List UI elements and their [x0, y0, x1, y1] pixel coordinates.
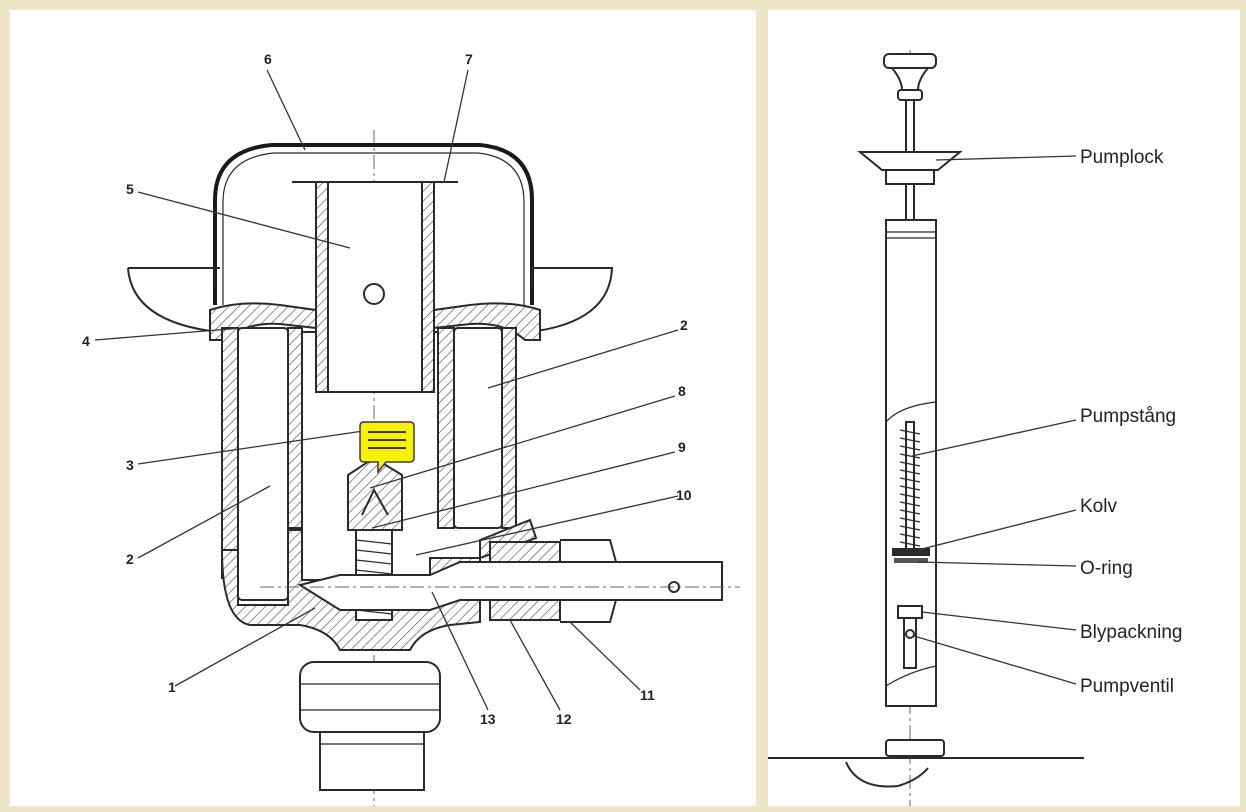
label-pumpstang: Pumpstång [1080, 406, 1176, 427]
spindle [297, 561, 723, 611]
left-channel-wall [221, 327, 239, 579]
threaded-stem [319, 731, 425, 791]
central-tube-wall-left [315, 181, 329, 393]
callout-10: 10 [676, 487, 692, 503]
callout-8: 8 [678, 383, 686, 399]
needle-seat [347, 456, 403, 531]
callout-6: 6 [264, 51, 272, 67]
pump-valve-ball [905, 629, 915, 639]
piston [892, 548, 930, 556]
label-pumpventil: Pumpventil [1080, 676, 1174, 697]
o-ring [894, 558, 928, 563]
callout-13: 13 [480, 711, 496, 727]
central-tube-wall-right [421, 181, 435, 393]
callout-11: 11 [640, 687, 655, 703]
label-o-ring: O-ring [1080, 558, 1133, 579]
callout-4: 4 [82, 333, 90, 349]
central-tube [315, 181, 435, 393]
valve-cross-section-diagram: 6 7 5 4 2 8 3 9 10 2 1 13 12 11 [82, 51, 740, 806]
callout-5: 5 [126, 181, 134, 197]
dome-cap [213, 143, 534, 305]
pump-lid-collar [885, 169, 935, 185]
callout-2-left: 2 [126, 551, 134, 567]
callout-2-right: 2 [680, 317, 688, 333]
callout-9: 9 [678, 439, 686, 455]
right-channel [453, 327, 503, 529]
callout-12: 12 [556, 711, 572, 727]
callout-7: 7 [465, 51, 473, 67]
packing-nut-bottom [489, 599, 561, 621]
needle-tip [361, 487, 389, 516]
comment-note-icon[interactable] [359, 421, 415, 475]
pump-lid [857, 151, 963, 171]
pump-leader-lines [911, 155, 1077, 685]
left-channel [237, 327, 289, 601]
packing-nut-top [489, 541, 561, 563]
right-channel-wall-inner [437, 327, 455, 529]
label-kolv: Kolv [1080, 496, 1117, 517]
pump-diagram: Pumplock Pumpstång Kolv O-ring Blypackni… [768, 50, 1182, 806]
leader-lines [94, 69, 679, 711]
spindle-pin [668, 581, 680, 593]
pump-knob [883, 53, 937, 155]
bottom-fitting [885, 739, 945, 757]
label-blypackning: Blypackning [1080, 622, 1182, 643]
lead-packing [897, 605, 923, 619]
saucer-joints [214, 268, 533, 288]
tube-hole [363, 283, 385, 305]
label-pumplock: Pumplock [1080, 147, 1164, 168]
left-channel-wall-inner [287, 327, 303, 529]
pump-spring [899, 429, 921, 547]
pump-valve-body [903, 617, 917, 669]
callout-3: 3 [126, 457, 134, 473]
barrel-cutaway-bottom [885, 665, 937, 687]
gland-nut [560, 539, 617, 623]
barrel-cutaway-top [885, 401, 937, 423]
callout-1: 1 [168, 679, 176, 695]
valve-cross-section-panel: 6 7 5 4 2 8 3 9 10 2 1 13 12 11 [10, 10, 756, 806]
dome-cap-inner [222, 152, 525, 305]
base-surface [845, 761, 929, 788]
pump-diagram-panel: Pumplock Pumpstång Kolv O-ring Blypackni… [768, 10, 1240, 806]
pump-rod-upper [905, 183, 915, 221]
right-channel-wall [501, 327, 517, 529]
hex-nut [299, 661, 441, 733]
